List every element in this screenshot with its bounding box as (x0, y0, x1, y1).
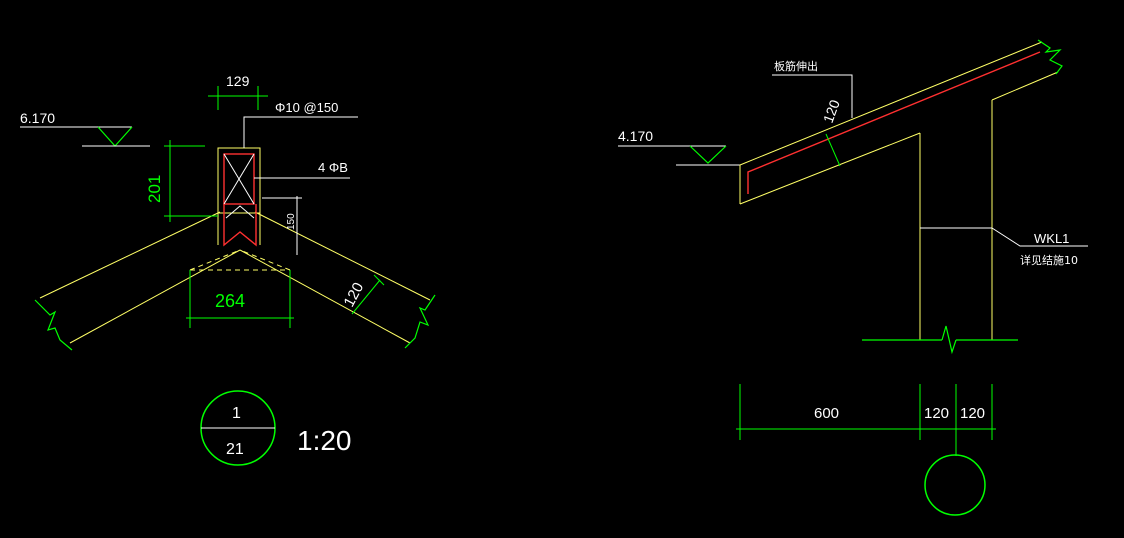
dim-top-width-label: 129 (226, 73, 250, 89)
wall-column (919, 100, 993, 340)
note-top-label: 板筋伸出 (774, 59, 818, 73)
main-bar-leader: 4 ΦB (254, 160, 350, 179)
elevation-marker-right: 4.170 (618, 128, 740, 166)
slab-thickness-label: 120 (341, 280, 368, 310)
dim-bottom-width: 264 (186, 270, 294, 328)
dim-bottom-width-label: 264 (215, 291, 245, 311)
left-roof-ridge-detail: 6.170 (20, 73, 436, 466)
elevation-marker-left: 6.170 (20, 110, 150, 147)
break-line-top (1037, 39, 1063, 75)
dim-bottom-right: 600 120 120 (736, 384, 996, 516)
sloped-slab (739, 41, 1059, 205)
elevation-label-right: 4.170 (618, 128, 653, 144)
right-eave-detail: 4.170 板筋伸出 1 (618, 39, 1088, 516)
stirrup-leader: Φ10 @150 (243, 100, 358, 148)
slab-outline-left (39, 211, 431, 344)
main-bar-label: 4 ΦB (318, 160, 348, 175)
dim-top-width: 129 (208, 73, 268, 110)
detail-sheet: 21 (226, 441, 244, 458)
stirrup-label: Φ10 @150 (275, 100, 338, 115)
dim-small-label: 150 (286, 213, 297, 230)
dim-120-b: 120 (960, 405, 985, 422)
elevation-label: 6.170 (20, 110, 55, 126)
beam-label-leader: WKL1 详见结施10 (991, 227, 1088, 267)
dim-slab-thickness-right: 120 (820, 97, 843, 167)
break-lines-left (34, 294, 436, 351)
slab-thickness-label-right: 120 (820, 97, 843, 125)
beam-note: 详见结施10 (1020, 253, 1078, 267)
ground-break-line (862, 325, 1018, 355)
dim-600: 600 (814, 405, 839, 422)
dim-height-label: 201 (145, 175, 164, 203)
dim-height: 201 (145, 140, 218, 222)
dim-120-a: 120 (924, 405, 949, 422)
slab-rebar (747, 51, 1041, 194)
ridge-beam (217, 147, 261, 247)
axis-bubble (924, 454, 986, 516)
dim-small: 150 (262, 196, 302, 255)
detail-callout: 1 21 1:20 (200, 390, 352, 466)
detail-number: 1 (232, 405, 241, 422)
beam-label: WKL1 (1034, 231, 1069, 246)
note-top-leader: 板筋伸出 (772, 59, 853, 118)
detail-scale: 1:20 (297, 425, 352, 456)
